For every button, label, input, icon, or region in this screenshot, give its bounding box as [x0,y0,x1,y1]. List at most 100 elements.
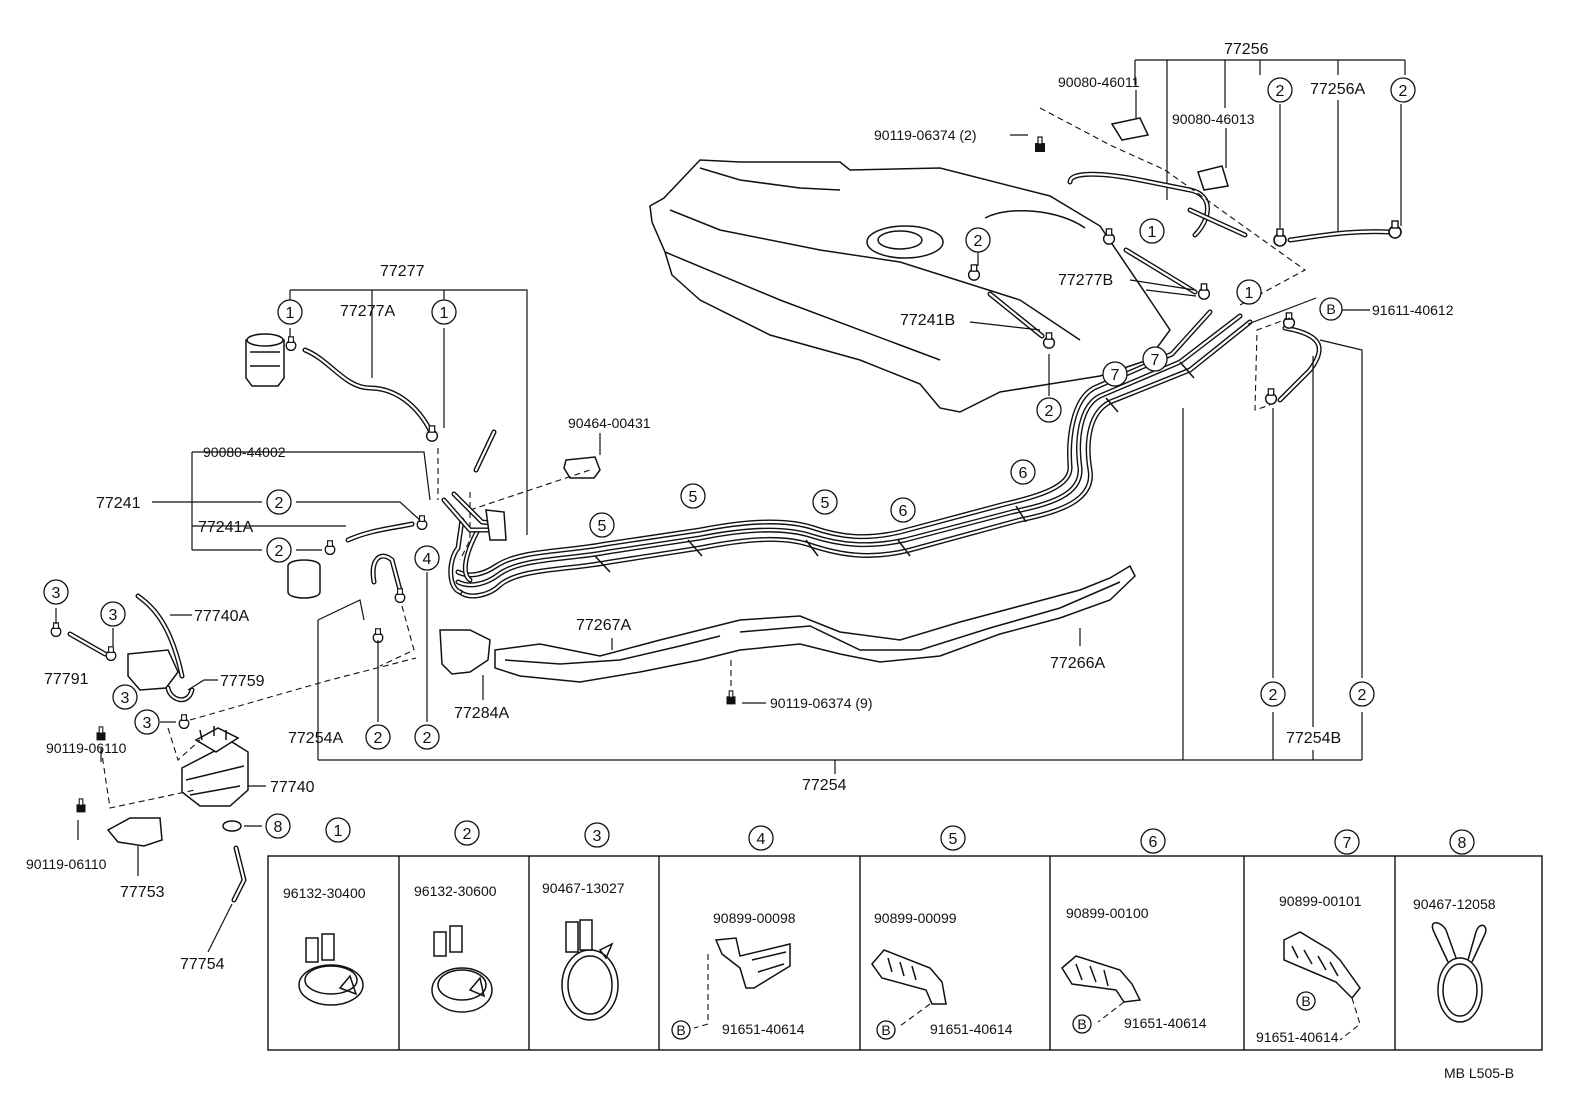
callout-8: 8 [265,813,291,839]
legend-part-2: 96132-30600 [414,883,497,899]
callout-1: 1 [1139,218,1165,244]
label-77277: 77277 [380,263,425,280]
svg-text:5: 5 [689,489,698,506]
legend-header-4: 4 [748,825,774,851]
callout-4: 4 [414,545,440,571]
svg-text:8: 8 [1458,835,1467,852]
legend-header-7: 7 [1334,829,1360,855]
hose-assembly-77277 [152,289,601,760]
svg-text:5: 5 [821,495,830,512]
hose-clamp-icon [431,925,493,1013]
line-protectors [439,564,1136,706]
label-77740: 77740 [270,779,315,796]
diagram-code: MB L505-B [1444,1065,1514,1081]
svg-text:2: 2 [974,233,983,250]
part-labels: 77256 90080-46011 90119-06374 (2) 90080-… [26,41,1454,973]
legend-header-8: 8 [1449,829,1475,855]
label-77254: 77254 [802,777,847,794]
legend-bolt-5: B 91651-40614 [876,1020,1013,1040]
callout-3: 3 [112,684,138,710]
fuel-lines-77254 [448,309,1322,599]
hoses-77277B-77241B [967,228,1211,396]
callout-6: 6 [890,497,916,523]
svg-text:1: 1 [1245,285,1254,302]
callout-2: 2 [365,724,391,750]
label-90119-06110-b: 90119-06110 [26,856,107,872]
label-77277A: 77277A [340,303,395,320]
label-77241B: 77241B [900,312,955,329]
label-90119-06110-a: 90119-06110 [46,740,127,756]
svg-text:6: 6 [1019,465,1028,482]
callout-5: 5 [812,489,838,515]
label-77254A: 77254A [288,730,343,747]
callout-1: 1 [277,299,303,325]
callout-2: 2 [1036,397,1062,423]
callout-3: 3 [100,601,126,627]
svg-text:2: 2 [1269,687,1278,704]
label-77740A: 77740A [194,608,249,625]
svg-text:2: 2 [1045,403,1054,420]
svg-text:3: 3 [109,607,118,624]
svg-text:6: 6 [899,503,908,520]
legend-part-3: 90467-13027 [542,880,625,896]
callout-2: 2 [1260,681,1286,707]
callout-2: 2 [1349,681,1375,707]
svg-text:2: 2 [275,495,284,512]
callouts: 1 1 1 1 2 2 2 2 2 2 2 2 2 2 3 3 3 3 4 5 … [43,77,1416,839]
svg-text:8: 8 [274,819,283,836]
svg-text:5: 5 [598,518,607,535]
label-90080-46011: 90080-46011 [1058,74,1140,90]
svg-text:1: 1 [440,305,449,322]
label-90119-06374-2: 90119-06374 (2) [874,127,976,143]
svg-text:2: 2 [423,730,432,747]
legend-part-7: 90899-00101 [1279,893,1362,909]
svg-text:B: B [1301,993,1310,1009]
svg-text:7: 7 [1343,835,1352,852]
hose-assembly-77256 [1010,59,1406,306]
legend-bolt-6: B 91651-40614 [1072,1014,1207,1034]
line-clamp-bracket-icon [1061,955,1142,1023]
line-clamp-bracket-icon [871,949,947,1027]
callout-1: 1 [1236,279,1262,305]
legend-header-1: 1 [325,817,351,843]
callout-6: 6 [1010,459,1036,485]
legend-header-6: 6 [1140,828,1166,854]
callout-5: 5 [589,512,615,538]
label-77754: 77754 [180,956,225,973]
hose-clamp-icon [298,933,364,1006]
fuel-filter-77740 [50,593,417,953]
callout-2: 2 [965,227,991,253]
svg-text:91651-40614: 91651-40614 [1256,1029,1339,1045]
svg-text:91651-40614: 91651-40614 [930,1021,1013,1037]
legend-bolt-7: B 91651-40614 [1256,991,1339,1045]
svg-text:91651-40614: 91651-40614 [722,1021,805,1037]
label-77256: 77256 [1224,41,1269,58]
svg-text:1: 1 [286,305,295,322]
callout-2: 2 [1267,77,1293,103]
legend-header-2: 2 [454,820,480,846]
legend-part-1: 96132-30400 [283,885,366,901]
leader-77254 [318,289,1370,774]
label-91611-40612: 91611-40612 [1372,302,1454,318]
legend-header-5: 5 [940,825,966,851]
label-90080-44002: 90080-44002 [203,444,286,460]
label-90119-06374-9: 90119-06374 (9) [770,695,872,711]
svg-text:2: 2 [1276,83,1285,100]
callout-5: 5 [680,483,706,509]
callout-2: 2 [1390,77,1416,103]
label-77256A: 77256A [1310,81,1365,98]
svg-text:B: B [1077,1016,1086,1032]
line-clamp-bracket-icon [1283,931,1361,1041]
legend-bolt-4: B 91651-40614 [671,1020,805,1040]
label-77753: 77753 [120,884,165,901]
svg-text:B: B [881,1022,890,1038]
label-90080-46013: 90080-46013 [1172,111,1255,127]
svg-text:B: B [1326,301,1335,317]
svg-text:2: 2 [374,730,383,747]
svg-text:6: 6 [1149,834,1158,851]
svg-text:2: 2 [463,826,472,843]
svg-text:1: 1 [1148,224,1157,241]
svg-text:3: 3 [593,828,602,845]
svg-text:1: 1 [334,823,343,840]
